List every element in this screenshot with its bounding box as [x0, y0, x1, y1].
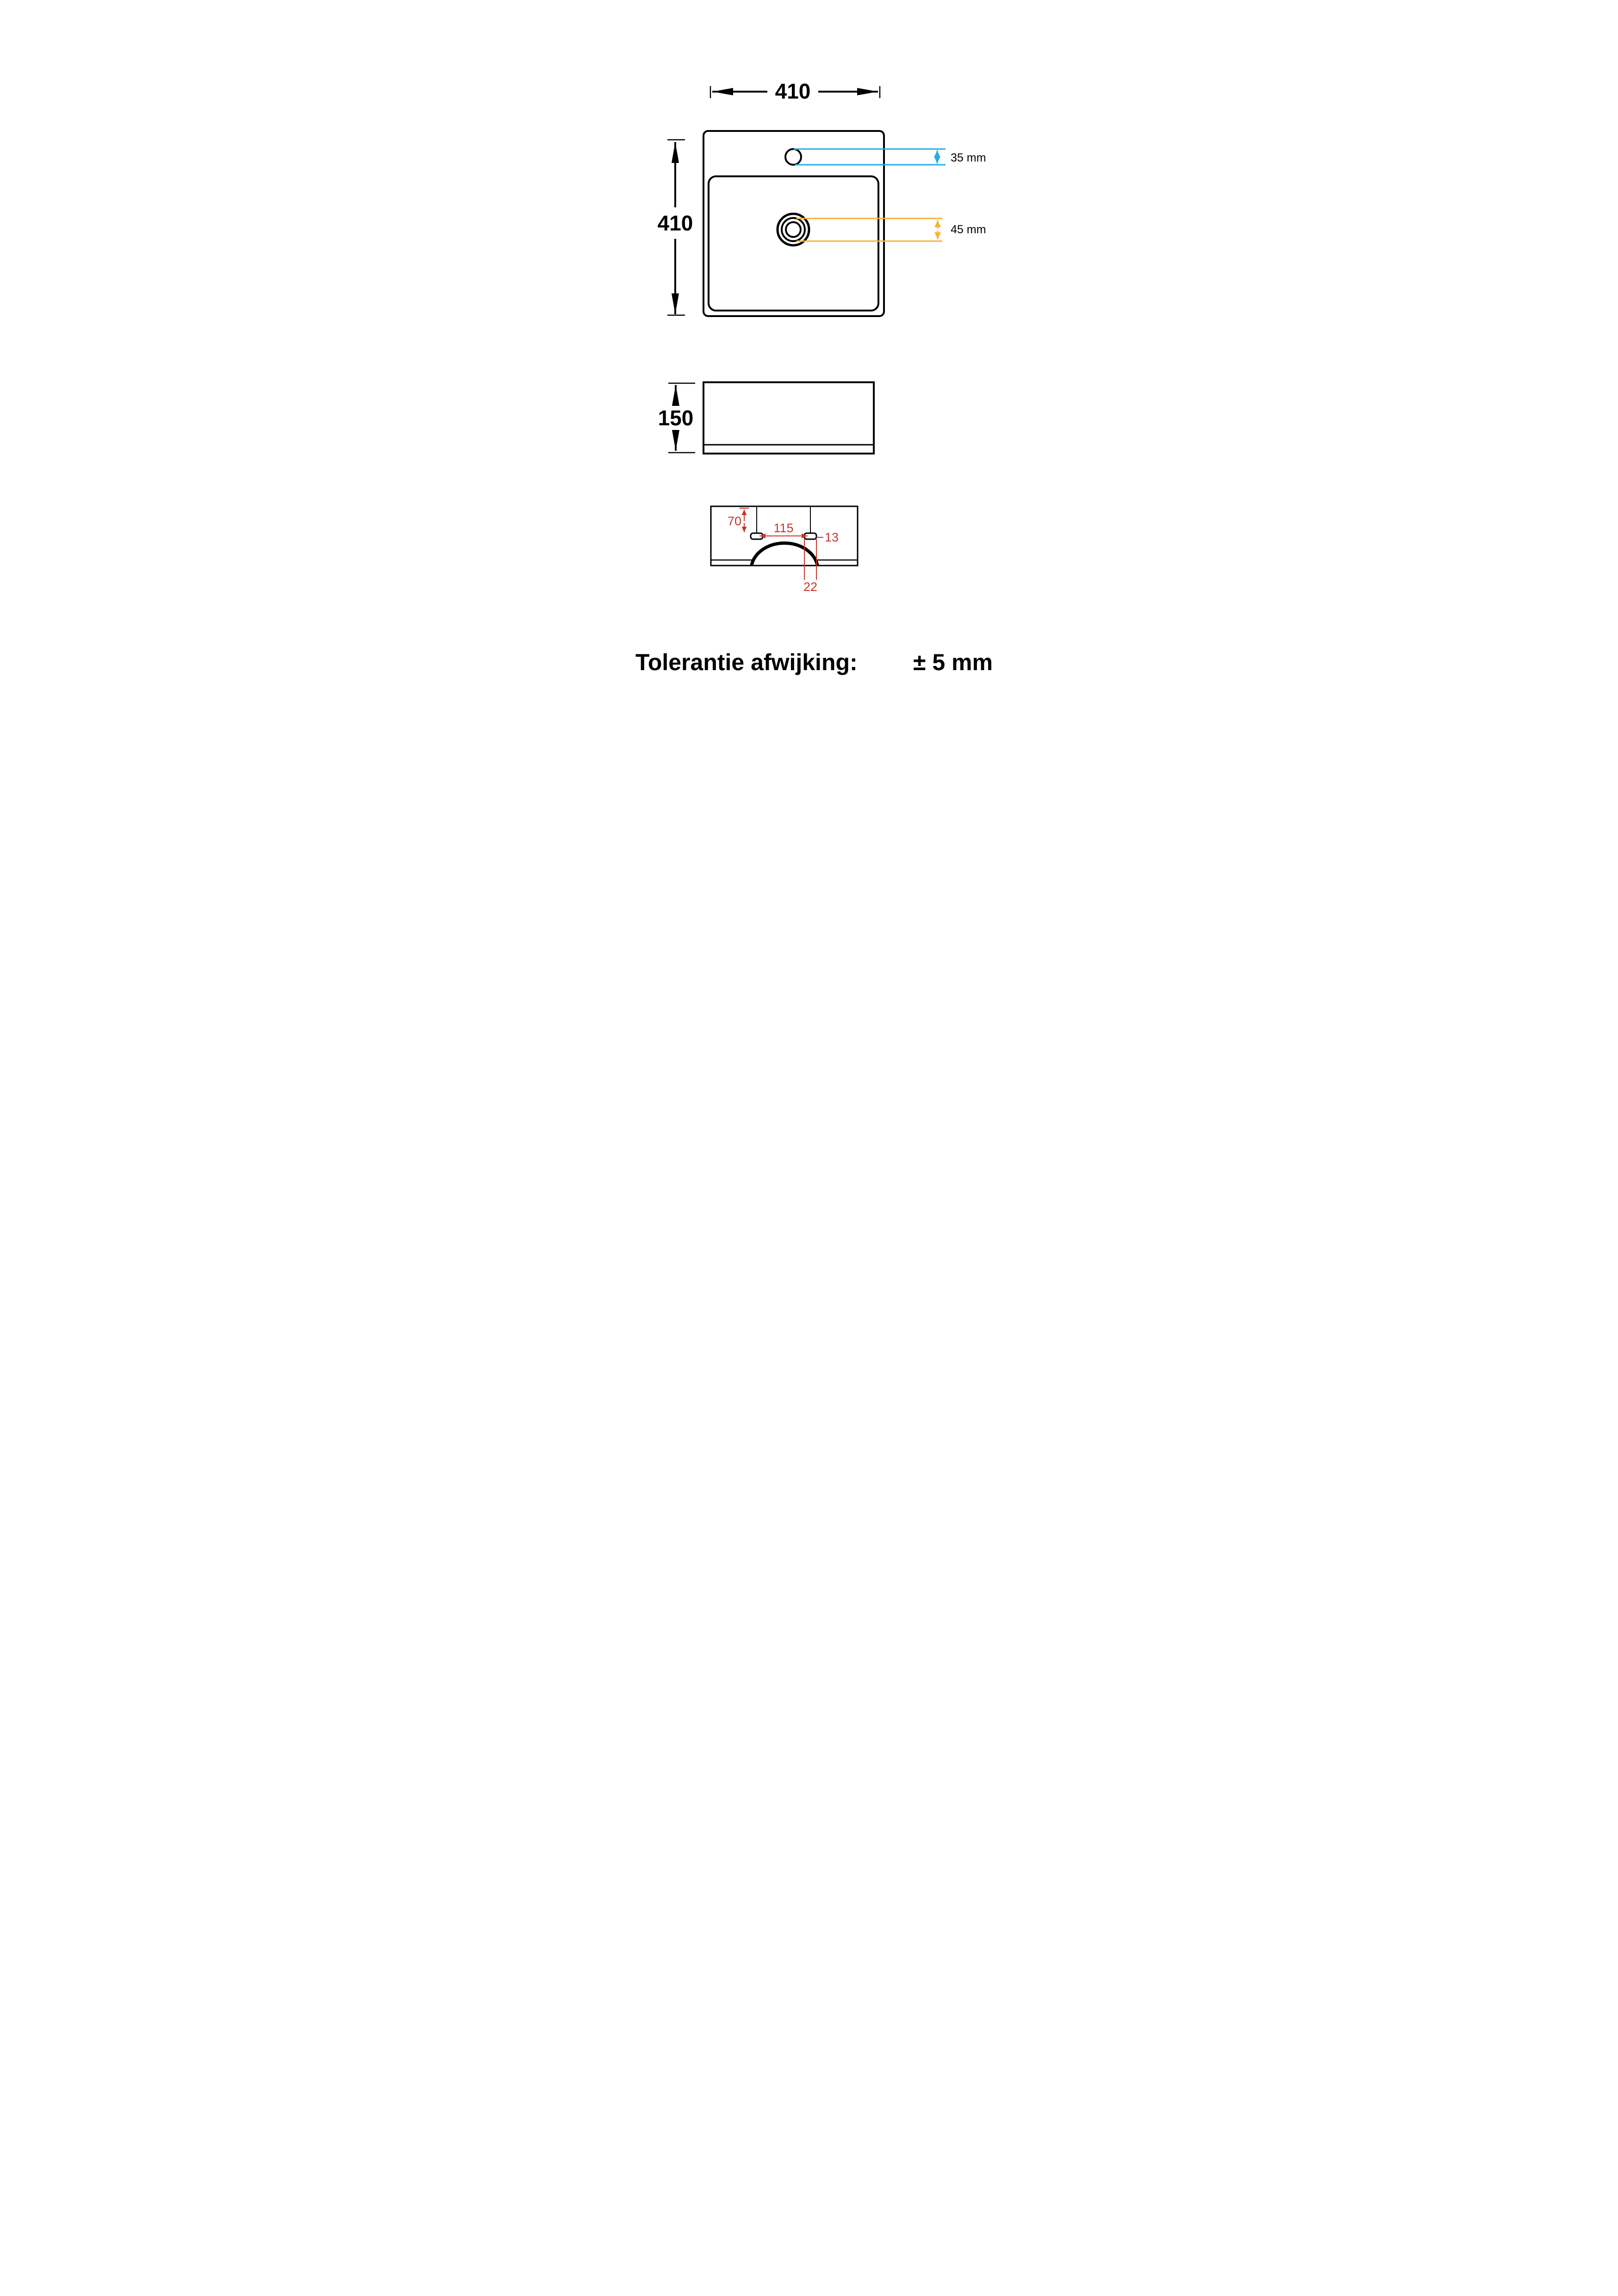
- annotation-drain-diameter: 45 mm: [797, 218, 986, 242]
- drain-hole: [776, 212, 810, 247]
- faucet-offset-value: 35 mm: [951, 151, 986, 164]
- drain-inner-ring: [785, 221, 802, 238]
- sink-technical-drawing: 410 410 35 mm 45 mm: [635, 79, 993, 675]
- tolerance-label: Tolerantie afwijking:: [635, 649, 858, 675]
- dimension-width: 410: [709, 79, 881, 103]
- slot-13-value: 13: [825, 530, 839, 544]
- dimension-offset-70: 70: [728, 508, 749, 532]
- spacing-115-value: 115: [773, 521, 793, 535]
- tolerance-value: ± 5 mm: [913, 649, 993, 675]
- side-outline: [703, 381, 875, 454]
- bottom-view: 70 115 13 22: [710, 505, 859, 594]
- width-value: 410: [775, 79, 811, 103]
- annotation-faucet-offset: 35 mm: [794, 148, 986, 166]
- dimension-depth: 150: [658, 382, 695, 454]
- top-view: 410 410 35 mm 45 mm: [658, 79, 986, 317]
- faucet-hole: [784, 148, 802, 166]
- footer: Tolerantie afwijking: ± 5 mm: [635, 649, 993, 675]
- side-view: 150: [658, 381, 875, 454]
- dimension-slot-22: 22: [803, 539, 817, 594]
- drain-diameter-value: 45 mm: [951, 223, 986, 236]
- slot-22-value: 22: [803, 580, 817, 594]
- dimension-spacing-115: 115: [759, 521, 808, 539]
- drain-arch: [750, 541, 819, 566]
- dimension-height: 410: [658, 139, 693, 316]
- drawing-sheet: 410 410 35 mm 45 mm: [554, 0, 1064, 722]
- offset-70-value: 70: [728, 514, 741, 528]
- height-value: 410: [658, 211, 693, 235]
- depth-value: 150: [658, 406, 694, 430]
- dimension-slot-13: 13: [816, 530, 839, 544]
